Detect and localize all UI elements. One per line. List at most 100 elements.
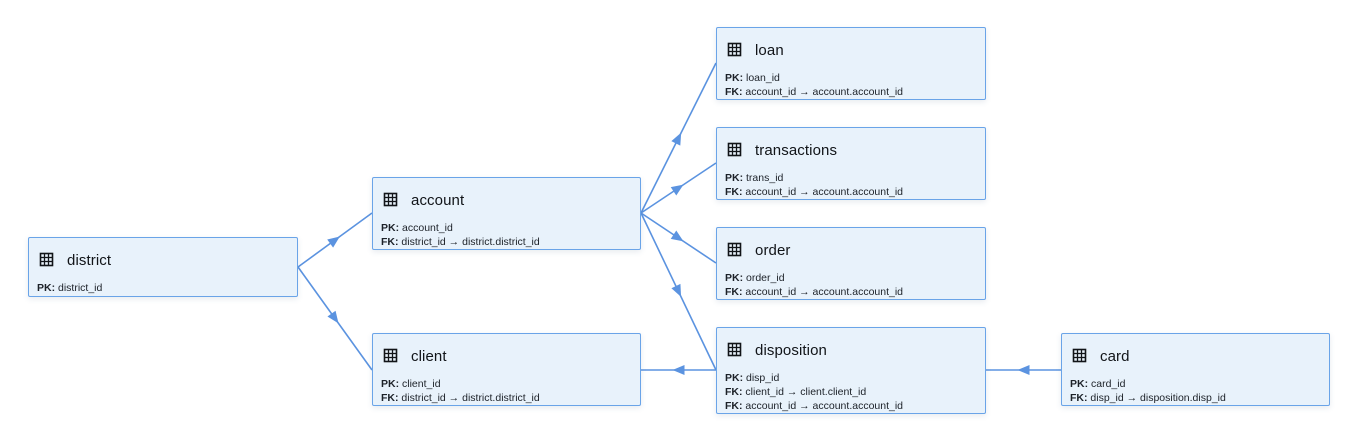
foreign-key-line: FK: client_id → client.client_id <box>725 385 977 399</box>
arrowhead <box>327 310 339 324</box>
edge-account-to-order <box>640 212 717 264</box>
edge-account-to-transactions <box>640 162 717 214</box>
primary-key-line: PK: order_id <box>725 271 977 285</box>
key-value: account_id → account.account_id <box>742 286 904 298</box>
arrowhead <box>672 365 685 375</box>
arrowhead <box>671 132 682 146</box>
table-header: transactions <box>725 138 977 162</box>
key-value: district_id <box>55 282 103 294</box>
table-grid-icon <box>727 42 742 57</box>
foreign-key-line: FK: account_id → account.account_id <box>725 285 977 299</box>
arrowhead <box>670 230 684 242</box>
edge-disposition-to-client <box>641 365 716 375</box>
table-grid-icon <box>383 348 398 363</box>
key-value: card_id <box>1088 378 1126 390</box>
table-header: loan <box>725 38 977 62</box>
table-grid-icon <box>39 252 54 267</box>
key-value: loan_id <box>743 72 780 84</box>
table-header: card <box>1070 344 1321 368</box>
key-value: client_id → client.client_id <box>742 386 867 398</box>
key-value: disp_id → disposition.disp_id <box>1087 392 1226 404</box>
table-header: client <box>381 344 632 368</box>
foreign-key-line: FK: account_id → account.account_id <box>725 185 977 199</box>
table-grid-icon <box>383 192 398 207</box>
arrowhead <box>671 283 682 297</box>
foreign-key-line: FK: district_id → district.district_id <box>381 391 632 405</box>
table-title: account <box>411 191 465 209</box>
foreign-key-line: FK: disp_id → disposition.disp_id <box>1070 391 1321 405</box>
edge-card-to-disposition <box>986 365 1061 375</box>
primary-key-line: PK: loan_id <box>725 71 977 85</box>
key-tag: PK: <box>1070 378 1089 390</box>
table-title: disposition <box>755 341 827 359</box>
primary-key-line: PK: account_id <box>381 221 632 235</box>
foreign-key-line: FK: district_id → district.district_id <box>381 235 632 249</box>
key-tag: PK: <box>37 282 56 294</box>
table-title: order <box>755 241 791 259</box>
table-title: card <box>1100 347 1130 365</box>
key-tag: FK: <box>725 286 743 298</box>
arrowhead <box>327 236 340 248</box>
key-tag: PK: <box>725 372 744 384</box>
primary-key-line: PK: client_id <box>381 377 632 391</box>
key-value: client_id <box>399 378 441 390</box>
key-tag: PK: <box>381 378 400 390</box>
table-header: order <box>725 238 977 262</box>
table-title: client <box>411 347 447 365</box>
table-header: disposition <box>725 338 977 362</box>
foreign-key-line: FK: account_id → account.account_id <box>725 399 977 413</box>
foreign-key-line: FK: account_id → account.account_id <box>725 85 977 99</box>
primary-key-line: PK: district_id <box>37 281 289 295</box>
table-grid-icon <box>727 142 742 157</box>
key-value: disp_id <box>743 372 780 384</box>
key-tag: FK: <box>381 392 399 404</box>
table-header: account <box>381 188 632 212</box>
edge-account-to-disposition <box>640 212 717 371</box>
edge-account-to-loan <box>640 62 717 214</box>
key-tag: FK: <box>725 186 743 198</box>
key-value: account_id → account.account_id <box>742 86 904 98</box>
key-tag: FK: <box>725 86 743 98</box>
key-tag: FK: <box>725 386 743 398</box>
table-title: district <box>67 251 112 269</box>
edge-district-to-client <box>297 266 373 371</box>
primary-key-line: PK: disp_id <box>725 371 977 385</box>
key-value: account_id <box>399 222 453 234</box>
key-tag: PK: <box>725 272 744 284</box>
key-tag: PK: <box>725 72 744 84</box>
key-tag: FK: <box>381 236 399 248</box>
key-value: order_id <box>743 272 785 284</box>
table-header: district <box>37 248 289 272</box>
arrowhead <box>1017 365 1030 375</box>
key-tag: PK: <box>725 172 744 184</box>
edge-district-to-account <box>297 212 373 268</box>
key-value: account_id → account.account_id <box>742 186 904 198</box>
key-value: district_id → district.district_id <box>398 236 540 248</box>
table-keys: PK: district_id <box>37 281 289 295</box>
key-tag: FK: <box>725 400 743 412</box>
table-grid-icon <box>727 342 742 357</box>
primary-key-line: PK: card_id <box>1070 377 1321 391</box>
table-grid-icon <box>1072 348 1087 363</box>
key-tag: PK: <box>381 222 400 234</box>
key-value: trans_id <box>743 172 784 184</box>
table-title: loan <box>755 41 784 59</box>
table-title: transactions <box>755 141 838 159</box>
table-grid-icon <box>727 242 742 257</box>
